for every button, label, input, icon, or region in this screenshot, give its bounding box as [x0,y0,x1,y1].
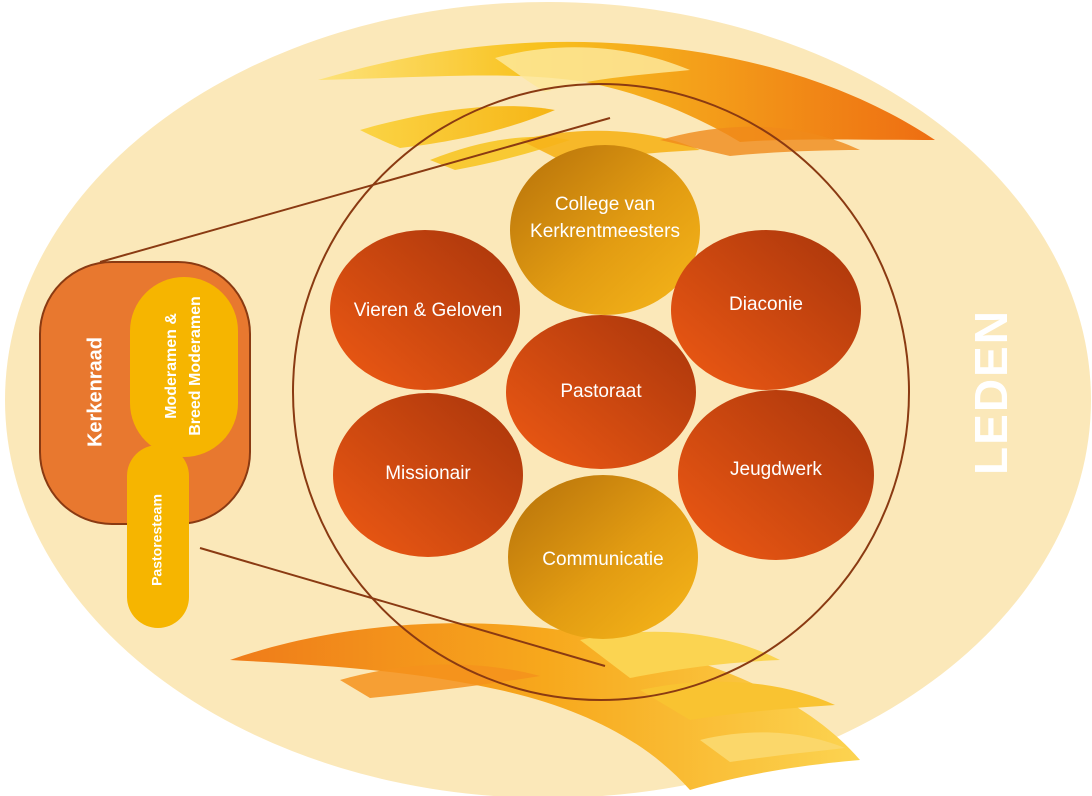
pastoraat-circle: Pastoraat [506,315,696,469]
moderamen-label-line1: Moderamen & [163,313,180,419]
bottom-flames [230,623,860,790]
pastoraat-label: Pastoraat [560,381,642,402]
communicatie-circle: Communicatie [508,475,698,639]
kerkenraad-label: Kerkenraad [84,337,106,447]
college-circle: College van Kerkrentmeesters [510,145,700,315]
vieren-circle: Vieren & Geloven [330,230,520,390]
leden-label: LEDEN [965,309,1017,475]
moderamen-label-line2: Breed Moderamen [187,296,204,436]
college-label-line2: Kerkrentmeesters [530,221,680,242]
diaconie-circle: Diaconie [671,230,861,390]
organization-circle [292,83,910,701]
connector-top [99,117,611,263]
jeugdwerk-circle: Jeugdwerk [678,390,874,560]
pastoresteam-label: Pastoresteam [149,494,165,586]
jeugdwerk-label: Jeugdwerk [730,459,822,480]
connector-bottom [199,547,606,667]
moderamen-pill [130,277,238,457]
diaconie-label: Diaconie [729,294,803,315]
missionair-label: Missionair [385,463,471,484]
vieren-label: Vieren & Geloven [354,300,503,321]
college-label-line1: College van [555,194,655,215]
missionair-circle: Missionair [333,393,523,557]
pastoresteam-pill [127,445,189,628]
communicatie-label: Communicatie [542,549,663,570]
kerkenraad-group: Kerkenraad Moderamen & Breed Moderamen P… [39,261,251,628]
